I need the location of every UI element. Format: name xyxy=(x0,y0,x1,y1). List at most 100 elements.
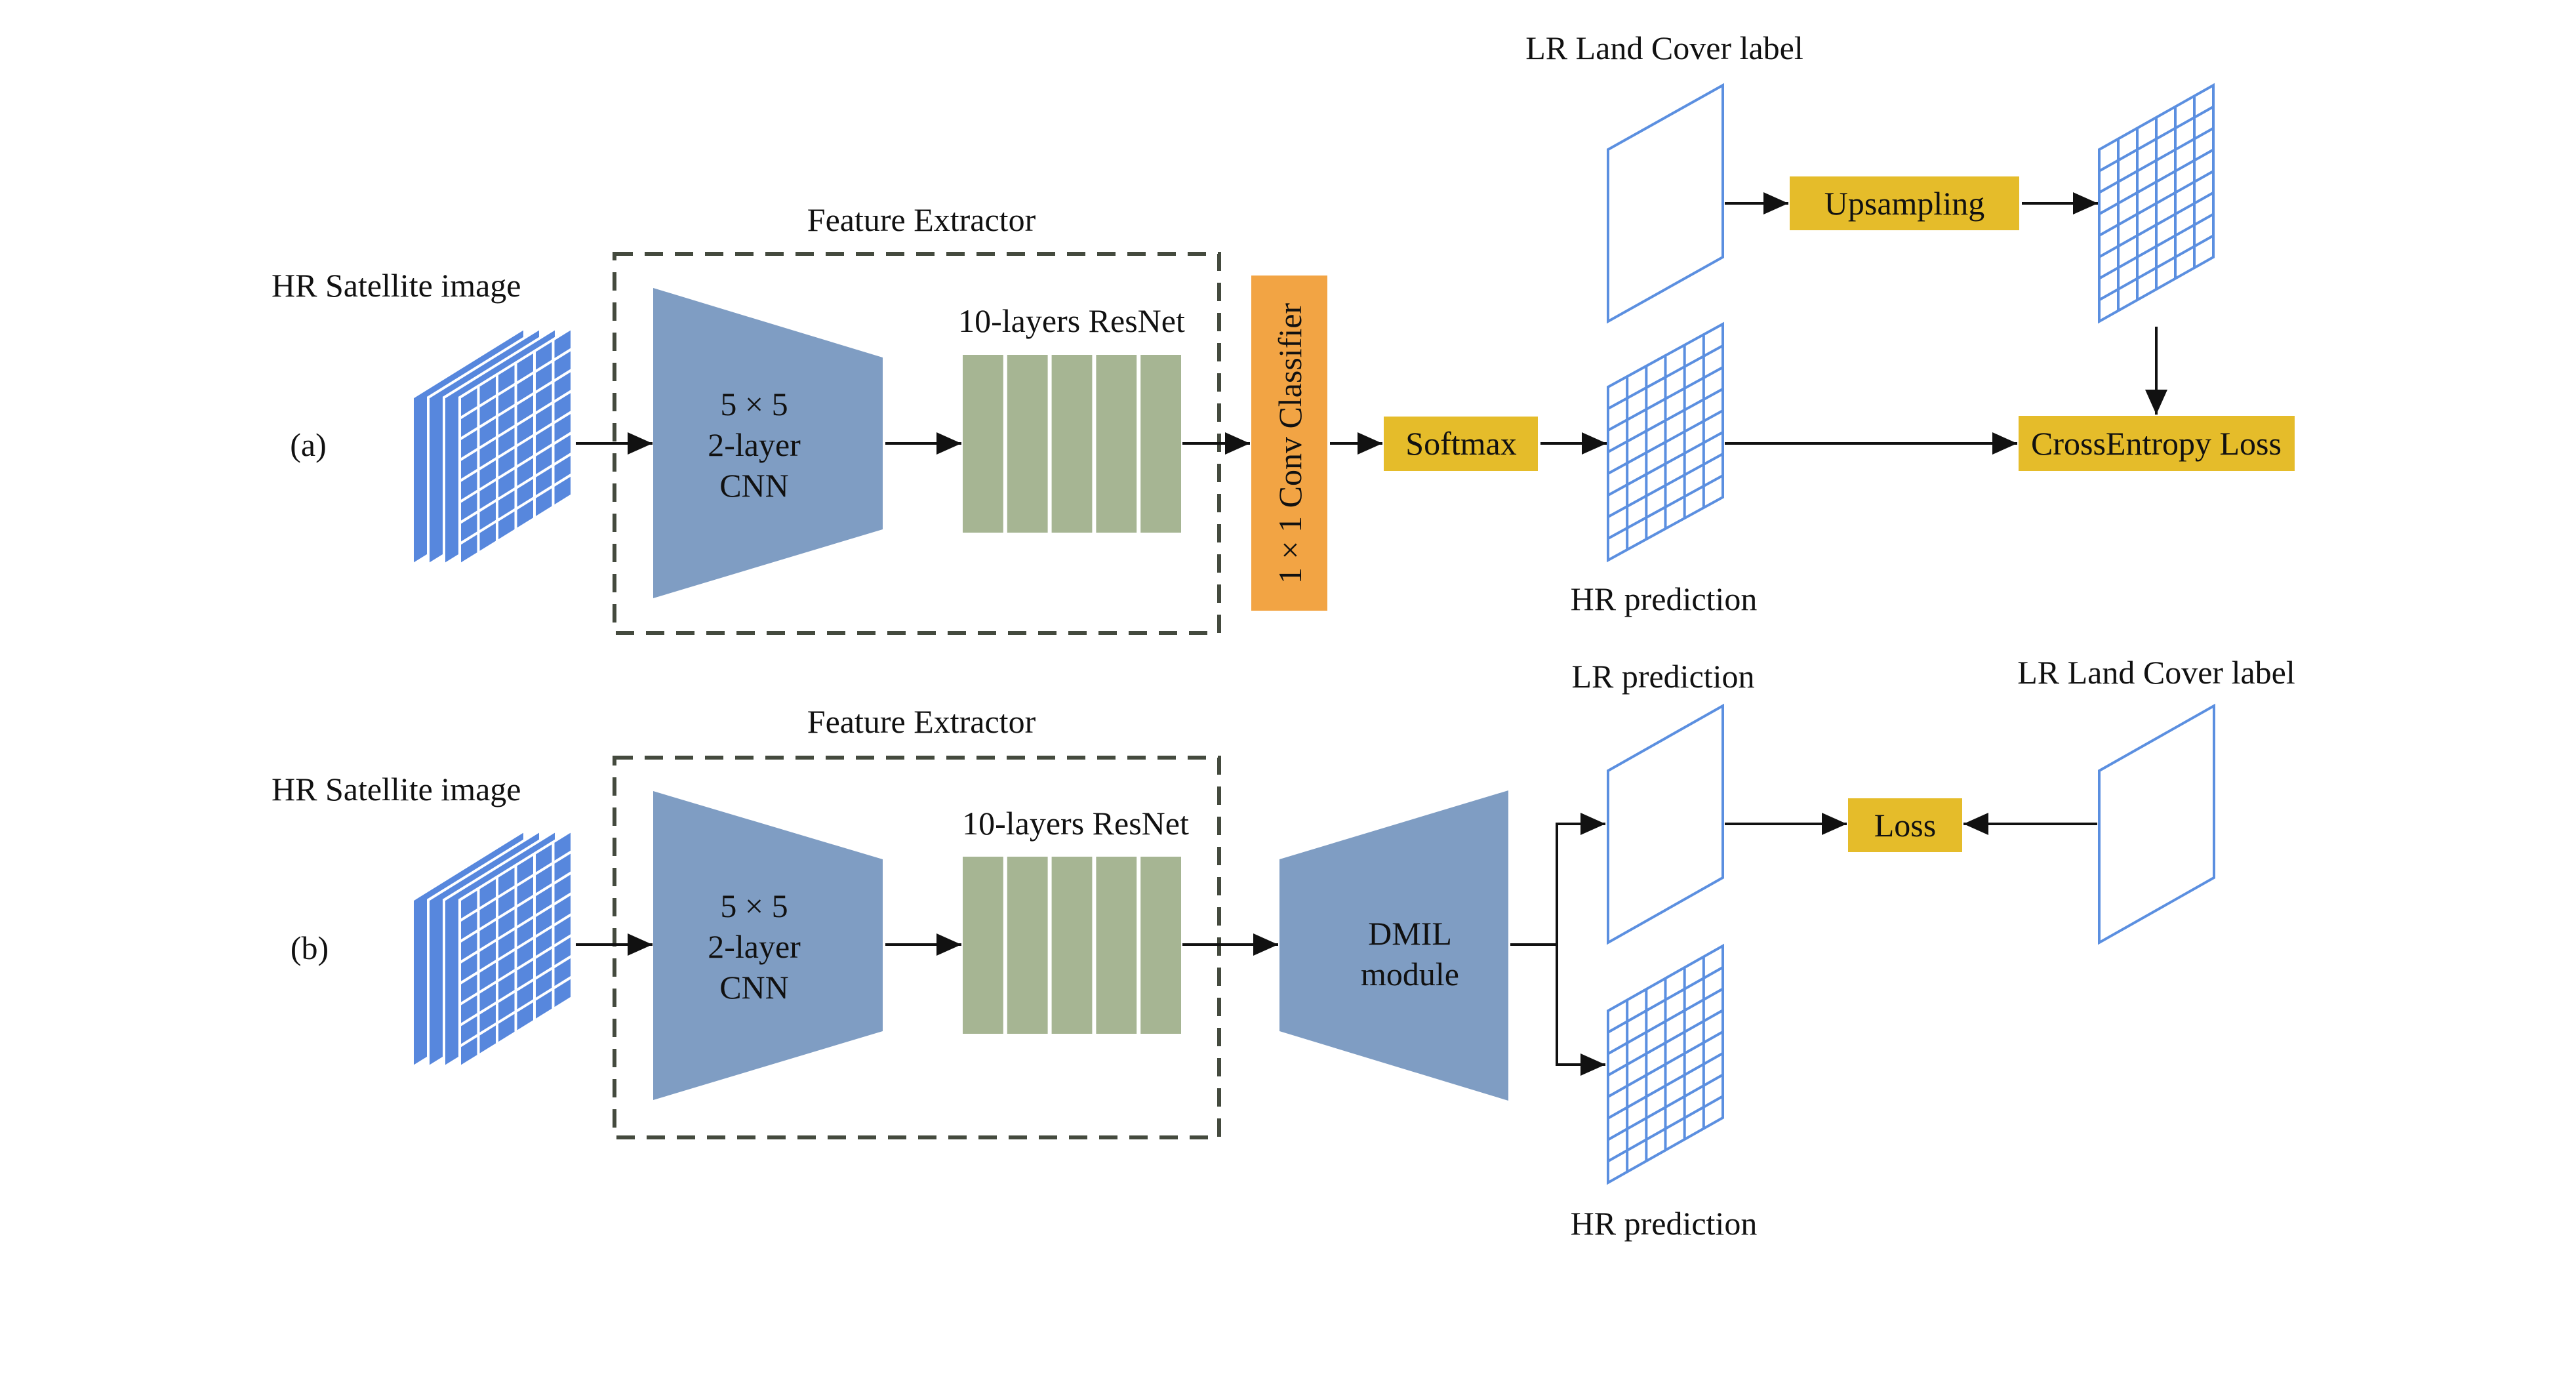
resnet-block xyxy=(1140,355,1181,533)
arrow-head-icon xyxy=(1992,432,2017,455)
hr-prediction-grid xyxy=(1607,943,1724,1185)
upsampling-label: Upsampling xyxy=(1824,185,1984,222)
grid-row-line xyxy=(2099,192,2214,258)
softmax-box xyxy=(1384,417,1538,471)
dmil-module-label: module xyxy=(1361,956,1459,992)
grid-row-line xyxy=(1607,388,1723,453)
resnet-label: 10-layers ResNet xyxy=(958,302,1185,339)
grid-row-line xyxy=(1607,409,1723,475)
cnn-encoder-block xyxy=(653,288,883,598)
grid-row-line xyxy=(2099,148,2214,215)
map-outline xyxy=(1607,703,1724,945)
grid-row-line xyxy=(1607,1009,1723,1076)
hr-prediction-label: HR prediction xyxy=(1571,1205,1758,1242)
arrow-head-icon xyxy=(936,432,961,455)
grid-row-line xyxy=(2099,234,2214,301)
arrow-head-icon xyxy=(628,933,653,956)
cnn-encoder-block xyxy=(653,791,883,1100)
satellite-grid-line xyxy=(458,389,573,462)
lr-label-title: LR Land Cover label xyxy=(1525,30,1803,66)
cnn-type-label: CNN xyxy=(719,969,789,1006)
grid-row-line xyxy=(1607,1031,1723,1098)
softmax-label: Softmax xyxy=(1405,425,1516,462)
arrow-head-icon xyxy=(1580,1053,1605,1076)
satellite-grid-line xyxy=(458,431,573,504)
grid-row-line xyxy=(2099,170,2214,237)
satellite-grid-line xyxy=(458,410,573,483)
map-outline xyxy=(1607,83,1724,324)
cnn-layers-label: 2-layer xyxy=(708,426,801,463)
satellite-grid-line xyxy=(458,348,573,420)
satellite-grid-line xyxy=(458,871,573,943)
resnet-label: 10-layers ResNet xyxy=(962,805,1189,842)
arrow-head-icon xyxy=(2073,192,2098,214)
conv-classifier-label: 1 × 1 Conv Classifier xyxy=(1272,303,1308,584)
panel-b: HR Satellite image (b) Feature Extractor… xyxy=(272,654,2295,1242)
resnet-block xyxy=(1007,857,1048,1034)
conv-classifier-block xyxy=(1251,276,1327,611)
arrow-head-icon xyxy=(1358,432,1382,455)
crossentropy-loss-label: CrossEntropy Loss xyxy=(2031,425,2282,462)
crossentropy-loss-box xyxy=(2019,416,2295,471)
input-label: HR Satellite image xyxy=(272,267,521,304)
cnn-kernel-label: 5 × 5 xyxy=(720,386,788,422)
satellite-image-stack xyxy=(411,828,573,1070)
satellite-grid-line xyxy=(458,954,573,1027)
loss-box xyxy=(1848,798,1962,852)
satellite-grid-line xyxy=(458,473,573,545)
grid-row-line xyxy=(1607,966,1723,1034)
resnet-blocks xyxy=(963,355,1181,533)
upsampling-box xyxy=(1790,176,2019,230)
arrow-head-icon xyxy=(2145,390,2167,415)
lr-land-cover-label-map xyxy=(2098,703,2215,945)
satellite-grid-line xyxy=(458,933,573,1006)
arrow-head-icon xyxy=(1822,813,1847,835)
panel-tag: (b) xyxy=(291,929,329,966)
resnet-block xyxy=(1051,857,1093,1034)
resnet-block xyxy=(1096,355,1137,533)
map-outline xyxy=(2098,703,2215,945)
feature-extractor-box xyxy=(613,756,1221,1139)
resnet-block xyxy=(1096,857,1137,1034)
grid-row-line xyxy=(1607,366,1723,432)
panel-tag: (a) xyxy=(290,426,327,463)
arrow-head-icon xyxy=(936,933,961,956)
satellite-grid-line xyxy=(458,975,573,1048)
lr-prediction-map xyxy=(1607,703,1724,945)
grid-row-line xyxy=(2099,213,2214,280)
arrow-head-icon xyxy=(1582,432,1607,455)
satellite-grid-line xyxy=(458,912,573,985)
input-label: HR Satellite image xyxy=(272,771,521,807)
resnet-block xyxy=(1140,857,1181,1034)
cnn-type-label: CNN xyxy=(719,467,789,504)
arrow-head-icon xyxy=(1253,933,1278,956)
lr-land-cover-label-map xyxy=(1607,83,1724,324)
arrow-head-icon xyxy=(1963,813,1988,835)
cnn-kernel-label: 5 × 5 xyxy=(720,888,788,924)
grid-row-line xyxy=(1607,453,1723,518)
grid-row-line xyxy=(1607,987,1723,1055)
grid-row-line xyxy=(1607,344,1723,410)
dmil-module-block xyxy=(1279,790,1508,1101)
upsampled-label-grid xyxy=(2098,83,2215,324)
feature-extractor-label: Feature Extractor xyxy=(807,201,1036,238)
arrow-head-icon xyxy=(628,432,653,455)
satellite-grid-line xyxy=(458,369,573,441)
lr-prediction-label: LR prediction xyxy=(1571,658,1754,695)
resnet-block xyxy=(1007,355,1048,533)
satellite-grid-line xyxy=(458,452,573,524)
grid-row-line xyxy=(1607,474,1723,540)
loss-label: Loss xyxy=(1874,807,1936,844)
hr-prediction-grid xyxy=(1607,321,1724,563)
hr-prediction-label: HR prediction xyxy=(1571,581,1758,617)
grid-row-line xyxy=(2099,127,2214,194)
dmil-label: DMIL xyxy=(1368,915,1452,952)
grid-row-line xyxy=(2099,106,2214,173)
resnet-block xyxy=(1051,355,1093,533)
lr-label-title: LR Land Cover label xyxy=(2017,654,2295,691)
arrow-head-icon xyxy=(1225,432,1250,455)
grid-row-line xyxy=(1607,1073,1723,1141)
grid-row-line xyxy=(1607,1095,1723,1162)
panel-a: HR Satellite image (a) Feature Extractor… xyxy=(272,30,2295,635)
